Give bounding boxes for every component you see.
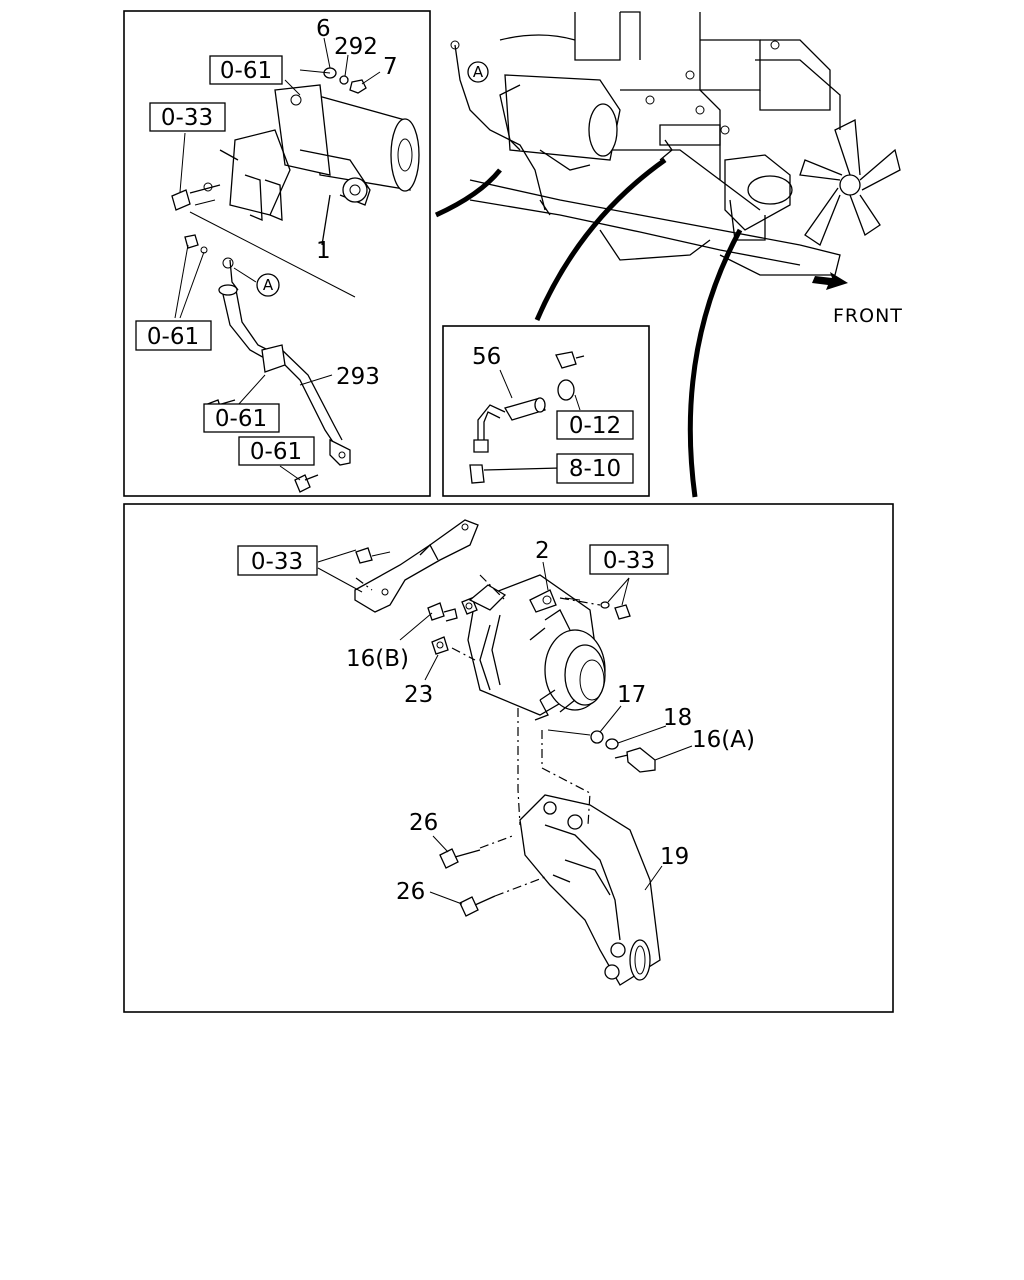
alternator-bracket-drawing [354,519,479,613]
part-number-16b: 16(B) [346,646,409,672]
starter-motor-drawing [171,84,420,246]
part-number-19: 19 [660,844,689,870]
callout-a-engine: A [473,63,484,81]
starter-panel-frame [123,10,431,497]
part-number-18: 18 [663,705,692,731]
part-number-1: 1 [316,238,331,264]
ref-0-61-top: 0-61 [220,58,272,84]
sensor-panel-frame [442,325,650,497]
part-number-23: 23 [404,682,433,708]
alternator-fasteners [427,597,656,773]
ref-0-33-top: 0-33 [161,105,213,131]
ref-0-61-left: 0-61 [147,324,199,350]
leader-alternator [687,228,743,498]
leader-sensor [534,157,667,321]
dash-alt-right [541,730,591,826]
front-arrow-icon [812,272,848,290]
part-number-293: 293 [336,364,380,390]
front-label: FRONT [833,305,903,327]
part-number-16a: 16(A) [692,727,755,753]
ref-0-33-alt-left: 0-33 [251,549,303,575]
part-number-6: 6 [316,16,331,42]
callout-a-starter-circle [256,273,280,297]
ref-0-12: 0-12 [569,413,621,439]
callout-a-engine-circle [467,61,489,83]
sensor-drawing [469,351,585,484]
leader-starter [434,168,502,218]
part-number-7: 7 [383,54,398,80]
alternator-drawing [461,574,606,721]
dash-connector [189,199,356,298]
part-number-26-lower: 26 [396,879,425,905]
dash-alt-left [517,708,521,826]
callout-a-starter: A [263,276,274,294]
part-number-17: 17 [617,682,646,708]
ref-8-10: 8-10 [569,456,621,482]
part-number-2: 2 [535,538,550,564]
mount-bolts [439,848,496,917]
ref-0-33-alt-right: 0-33 [603,548,655,574]
part-number-26-upper: 26 [409,810,438,836]
ref-0-61-bottom: 0-61 [250,439,302,465]
battery-cable-drawing [218,257,351,466]
ref-0-61-mid: 0-61 [215,406,267,432]
alternator-mount-drawing [519,794,661,986]
part-number-56: 56 [472,344,501,370]
engine-block-drawing [450,11,901,276]
alternator-panel-frame [123,503,894,1013]
part-number-292: 292 [334,34,378,60]
